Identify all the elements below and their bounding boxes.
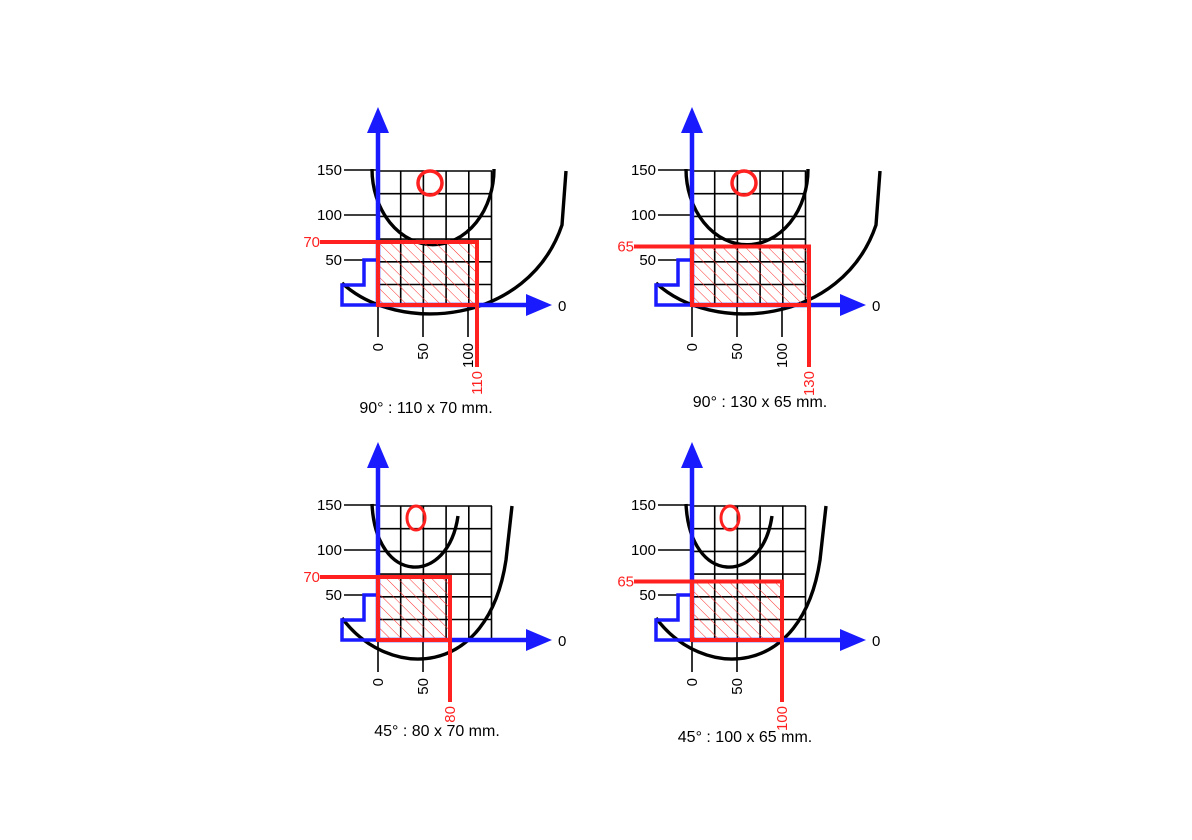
diagram-caption: 45° : 80 x 70 mm.: [374, 723, 500, 740]
y-axis-arrow-icon: [681, 107, 703, 133]
x-axis-zero-label: 0: [558, 298, 566, 315]
y-tick-label: 50: [639, 587, 656, 604]
width-label: 100: [774, 706, 791, 731]
capacity-area: [692, 247, 809, 306]
vise-step: [342, 595, 378, 640]
y-tick-label: 100: [631, 207, 656, 224]
y-tick-label: 150: [317, 162, 342, 179]
y-tick-label: 150: [317, 497, 342, 514]
upper-arc: [686, 504, 772, 567]
x-axis-arrow-icon: [840, 294, 866, 316]
x-tick-label: 50: [415, 678, 432, 695]
diagram-caption: 45° : 100 x 65 mm.: [678, 729, 812, 746]
x-tick-label: 50: [729, 343, 746, 360]
y-axis-arrow-icon: [367, 107, 389, 133]
x-tick-label: 50: [729, 678, 746, 695]
height-label: 70: [303, 234, 320, 251]
x-tick-label: 0: [370, 678, 387, 686]
height-label: 70: [303, 569, 320, 586]
x-axis-zero-label: 0: [558, 633, 566, 650]
x-tick-label: 0: [684, 678, 701, 686]
x-axis-arrow-icon: [526, 629, 552, 651]
upper-arc: [372, 504, 458, 567]
height-label: 65: [617, 239, 634, 256]
capacity-area: [378, 577, 450, 640]
upper-arc: [686, 169, 808, 245]
x-axis-arrow-icon: [840, 629, 866, 651]
vise-step: [656, 595, 692, 640]
spindle-circle: [407, 506, 425, 530]
width-label: 80: [442, 706, 459, 723]
x-axis-zero-label: 0: [872, 298, 880, 315]
x-tick-label: 50: [415, 343, 432, 360]
x-tick-label: 100: [460, 343, 477, 368]
spindle-circle: [418, 171, 442, 195]
x-tick-label: 0: [370, 343, 387, 351]
diagram-caption: 90° : 110 x 70 mm.: [359, 400, 492, 417]
y-axis-arrow-icon: [681, 442, 703, 468]
y-tick-label: 100: [631, 542, 656, 559]
capacity-area: [378, 242, 477, 305]
width-label: 110: [469, 371, 486, 395]
capacity-area: [692, 582, 782, 641]
y-tick-label: 100: [317, 542, 342, 559]
x-axis-arrow-icon: [526, 294, 552, 316]
spindle-circle: [732, 171, 756, 195]
y-tick-label: 50: [639, 252, 656, 269]
y-tick-label: 150: [631, 497, 656, 514]
upper-arc: [372, 169, 494, 245]
y-axis-arrow-icon: [367, 442, 389, 468]
y-tick-label: 50: [325, 252, 342, 269]
height-label: 65: [617, 574, 634, 591]
spindle-circle: [721, 506, 739, 530]
diagram-panel-1: 150 100 50 0 50 100 0 70 110 90° : 110 x 70 mm.: [303, 107, 566, 417]
y-tick-label: 150: [631, 162, 656, 179]
diagram-caption: 90° : 130 x 65 mm.: [693, 394, 827, 411]
y-tick-label: 100: [317, 207, 342, 224]
width-label: 130: [801, 371, 818, 396]
y-tick-label: 50: [325, 587, 342, 604]
x-axis-zero-label: 0: [872, 633, 880, 650]
x-tick-label: 100: [774, 343, 791, 368]
x-tick-label: 0: [684, 343, 701, 351]
